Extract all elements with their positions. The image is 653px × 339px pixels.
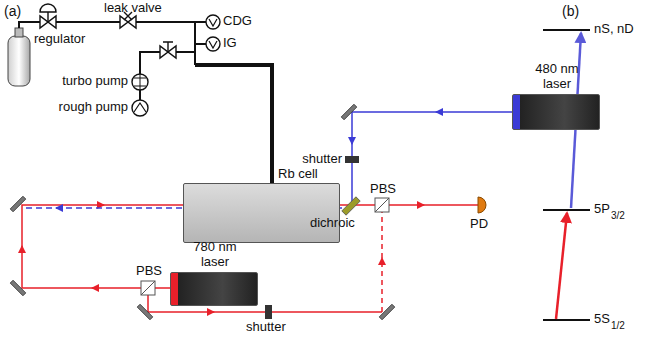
level-label: 5S (594, 312, 610, 327)
shutter-label: shutter (246, 320, 286, 335)
panel-label: (a) (4, 3, 21, 19)
gauge-label: IG (223, 36, 237, 51)
panel-label: (b) (562, 3, 579, 19)
level-subscript: 3/2 (611, 210, 625, 222)
pump-label: turbo pump (62, 74, 128, 89)
shutter-label: shutter (302, 152, 342, 167)
gauge-label: CDG (223, 14, 252, 29)
detector-label: PD (470, 217, 488, 232)
level-subscript: 1/2 (611, 320, 625, 332)
optic-label: dichroic (310, 216, 355, 231)
laser-480: 480 nm laser (512, 94, 600, 130)
laser-780: 780 nm laser (170, 272, 258, 306)
node-label: 480 nm laser (532, 62, 582, 92)
level-label: 5P (594, 202, 610, 217)
node-label: Rb cell (278, 167, 318, 182)
pbs-label: PBS (370, 182, 396, 197)
node-label: 780 nm laser (190, 240, 240, 270)
part-label: regulator (34, 32, 85, 47)
part-label: leak valve (104, 1, 162, 16)
pbs-label: PBS (136, 264, 162, 279)
pump-label: rough pump (59, 100, 128, 115)
level-label: nS, nD (594, 22, 634, 37)
rb-cell: Rb cell (183, 183, 340, 243)
